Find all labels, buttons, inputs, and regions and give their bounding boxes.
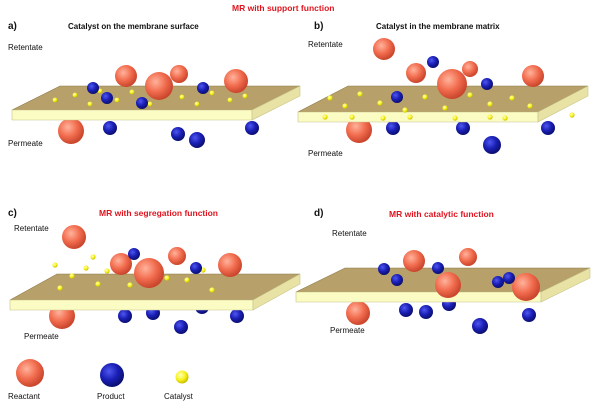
product-sphere — [427, 56, 439, 68]
membrane-side — [295, 291, 542, 303]
product-sphere — [492, 276, 504, 288]
reactant-sphere — [522, 65, 544, 87]
catalyst-group — [322, 91, 575, 121]
reactant-sphere — [406, 63, 426, 83]
panel-b-letter: b) — [314, 21, 324, 32]
panel-d-retentate: Retentate — [332, 229, 367, 238]
panel-a-permeate: Permeate — [8, 139, 43, 148]
product-sphere — [101, 92, 113, 104]
legend-product-icon — [100, 363, 124, 387]
panel-d — [295, 248, 591, 334]
reactant-sphere — [373, 38, 395, 60]
product-sphere — [541, 121, 555, 135]
legend-product-label: Product — [97, 392, 125, 401]
product-sphere — [391, 274, 403, 286]
reactant-sphere — [512, 273, 540, 301]
product-sphere — [190, 262, 202, 274]
panel-b-heading: Catalyst in the membrane matrix — [376, 22, 500, 31]
panel-d-permeate: Permeate — [330, 326, 365, 335]
legend-catalyst-icon — [175, 370, 189, 384]
reactant-sphere — [224, 69, 248, 93]
reactant-sphere — [346, 117, 372, 143]
product-sphere — [419, 305, 433, 319]
product-sphere — [522, 308, 536, 322]
product-sphere — [399, 303, 413, 317]
product-sphere — [174, 320, 188, 334]
membrane-side — [9, 299, 254, 311]
reactant-sphere — [134, 258, 164, 288]
reactant-sphere — [459, 248, 477, 266]
product-sphere — [136, 97, 148, 109]
product-sphere — [189, 132, 205, 148]
panel-c-letter: c) — [8, 208, 17, 219]
reactant-sphere — [170, 65, 188, 83]
panel-d-heading: MR with catalytic function — [389, 209, 494, 219]
product-sphere — [197, 82, 209, 94]
catalyst-group — [52, 88, 248, 107]
product-sphere — [128, 248, 140, 260]
catalyst-group — [52, 254, 215, 293]
panel-c-heading: MR with segregation function — [99, 208, 218, 218]
product-sphere — [87, 82, 99, 94]
reactant-sphere — [62, 225, 86, 249]
legend — [16, 359, 189, 387]
product-sphere — [483, 136, 501, 154]
panel-b-retentate: Retentate — [308, 40, 343, 49]
reactant-sphere — [462, 61, 478, 77]
reactant-sphere — [403, 250, 425, 272]
panel-a-heading: Catalyst on the membrane surface — [68, 22, 199, 31]
product-sphere — [118, 309, 132, 323]
panel-c-retentate: Retentate — [14, 224, 49, 233]
membrane-end — [251, 85, 301, 121]
membrane-end — [252, 273, 301, 311]
product-sphere — [472, 318, 488, 334]
membrane-side — [11, 109, 253, 121]
product-sphere — [230, 309, 244, 323]
figure-title: MR with support function — [232, 3, 335, 13]
reactant-sphere — [346, 301, 370, 325]
reactant-sphere — [435, 272, 461, 298]
panel-c-permeate: Permeate — [24, 332, 59, 341]
product-sphere — [391, 91, 403, 103]
product-sphere — [432, 262, 444, 274]
reactant-sphere — [437, 69, 467, 99]
reactant-sphere — [110, 253, 132, 275]
product-sphere — [386, 121, 400, 135]
legend-reactant-label: Reactant — [8, 392, 41, 401]
membrane-end — [540, 267, 591, 303]
product-sphere — [103, 121, 117, 135]
reactant-sphere — [58, 118, 84, 144]
panel-c — [9, 225, 301, 334]
reactant-sphere — [115, 65, 137, 87]
panel-a-letter: a) — [8, 21, 17, 32]
reactant-sphere — [168, 247, 186, 265]
product-sphere — [481, 78, 493, 90]
product-sphere — [503, 272, 515, 284]
product-sphere — [171, 127, 185, 141]
panel-d-letter: d) — [314, 208, 324, 219]
panel-a-retentate: Retentate — [8, 43, 43, 52]
membrane-side — [297, 111, 539, 123]
panel-a — [11, 65, 301, 148]
legend-catalyst-label: Catalyst — [164, 392, 193, 401]
reactant-sphere — [145, 72, 173, 100]
membrane-end — [537, 85, 589, 123]
product-sphere — [245, 121, 259, 135]
panel-b — [297, 38, 589, 154]
reactant-sphere — [218, 253, 242, 277]
product-sphere — [378, 263, 390, 275]
panel-b-permeate: Permeate — [308, 149, 343, 158]
product-sphere — [456, 121, 470, 135]
legend-reactant-icon — [16, 359, 44, 387]
